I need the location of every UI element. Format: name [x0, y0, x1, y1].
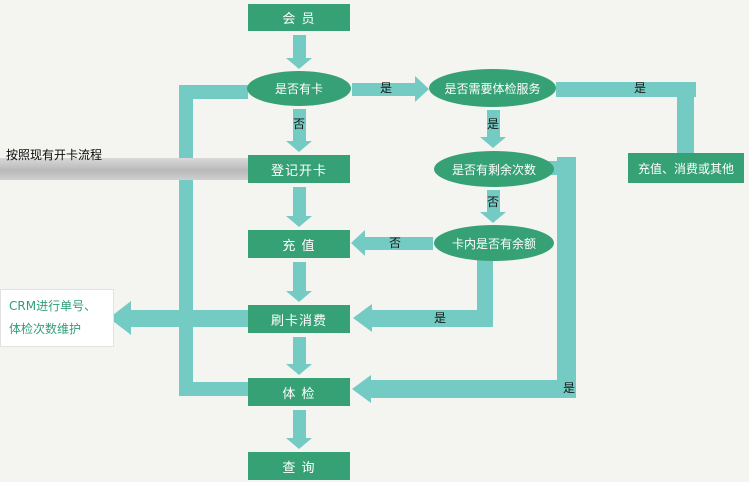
node-exam: 体 检	[248, 378, 350, 406]
edge-label-balance-yes: 是	[434, 311, 447, 325]
loop-exam-to-has-card-top	[179, 85, 248, 99]
existing-process-band	[0, 158, 248, 180]
arrow-balance-to-swipe-h	[372, 310, 493, 327]
edge-label-remaining-no: 否	[487, 195, 500, 209]
node-member: 会 员	[248, 4, 350, 31]
arrow-exam-to-query	[286, 410, 312, 449]
arrow-swipe-to-crm-head	[109, 301, 131, 335]
loop-exam-to-has-card-v	[179, 85, 193, 396]
edge-label-balance-no: 否	[389, 236, 402, 250]
arrow-register-to-recharge	[286, 187, 312, 227]
crm-note-line1: CRM进行单号、	[9, 299, 97, 314]
edge-label-need-exam-yes-down: 是	[487, 117, 500, 131]
node-recharge: 充 值	[248, 230, 350, 258]
arrow-need-exam-to-recharge-other-v	[677, 82, 694, 154]
node-card-balance: 卡内是否有余额	[434, 225, 554, 261]
arrow-has-card-to-need-exam	[352, 76, 429, 102]
node-query: 查 询	[248, 452, 350, 480]
arrow-remaining-to-exam-v	[557, 157, 576, 398]
edge-label-need-exam-yes-right: 是	[634, 81, 647, 95]
crm-maintenance-note: CRM进行单号、 体检次数维护	[0, 289, 114, 347]
loop-exam-to-has-card-bottom	[179, 382, 248, 396]
arrow-member-to-has-card	[286, 35, 312, 69]
node-need-exam: 是否需要体检服务	[429, 69, 556, 107]
arrow-remaining-to-balance	[480, 190, 506, 223]
arrow-remaining-to-exam-h	[371, 380, 576, 398]
node-recharge-other: 充值、消费或其他	[628, 153, 744, 183]
arrow-balance-to-swipe-head	[353, 304, 372, 332]
arrow-need-exam-to-remaining	[480, 110, 506, 148]
node-swipe-consume: 刷卡消费	[248, 305, 350, 333]
edge-label-has-card-yes: 是	[380, 81, 393, 95]
arrow-swipe-to-exam	[286, 337, 312, 375]
crm-note-line2: 体检次数维护	[9, 322, 82, 336]
arrow-balance-to-recharge	[351, 230, 433, 256]
existing-process-note: 按照现有开卡流程	[6, 148, 103, 162]
arrow-has-card-to-register	[286, 109, 312, 152]
node-register-card: 登记开卡	[248, 155, 350, 183]
arrow-recharge-to-swipe	[286, 262, 312, 302]
arrow-need-exam-to-recharge-other-h	[556, 82, 696, 97]
edge-label-has-card-no: 否	[293, 117, 306, 131]
node-remaining-times: 是否有剩余次数	[434, 151, 554, 187]
arrow-remaining-to-exam-head	[352, 375, 371, 403]
node-has-card: 是否有卡	[247, 71, 351, 106]
edge-label-remaining-yes: 是	[563, 381, 576, 395]
